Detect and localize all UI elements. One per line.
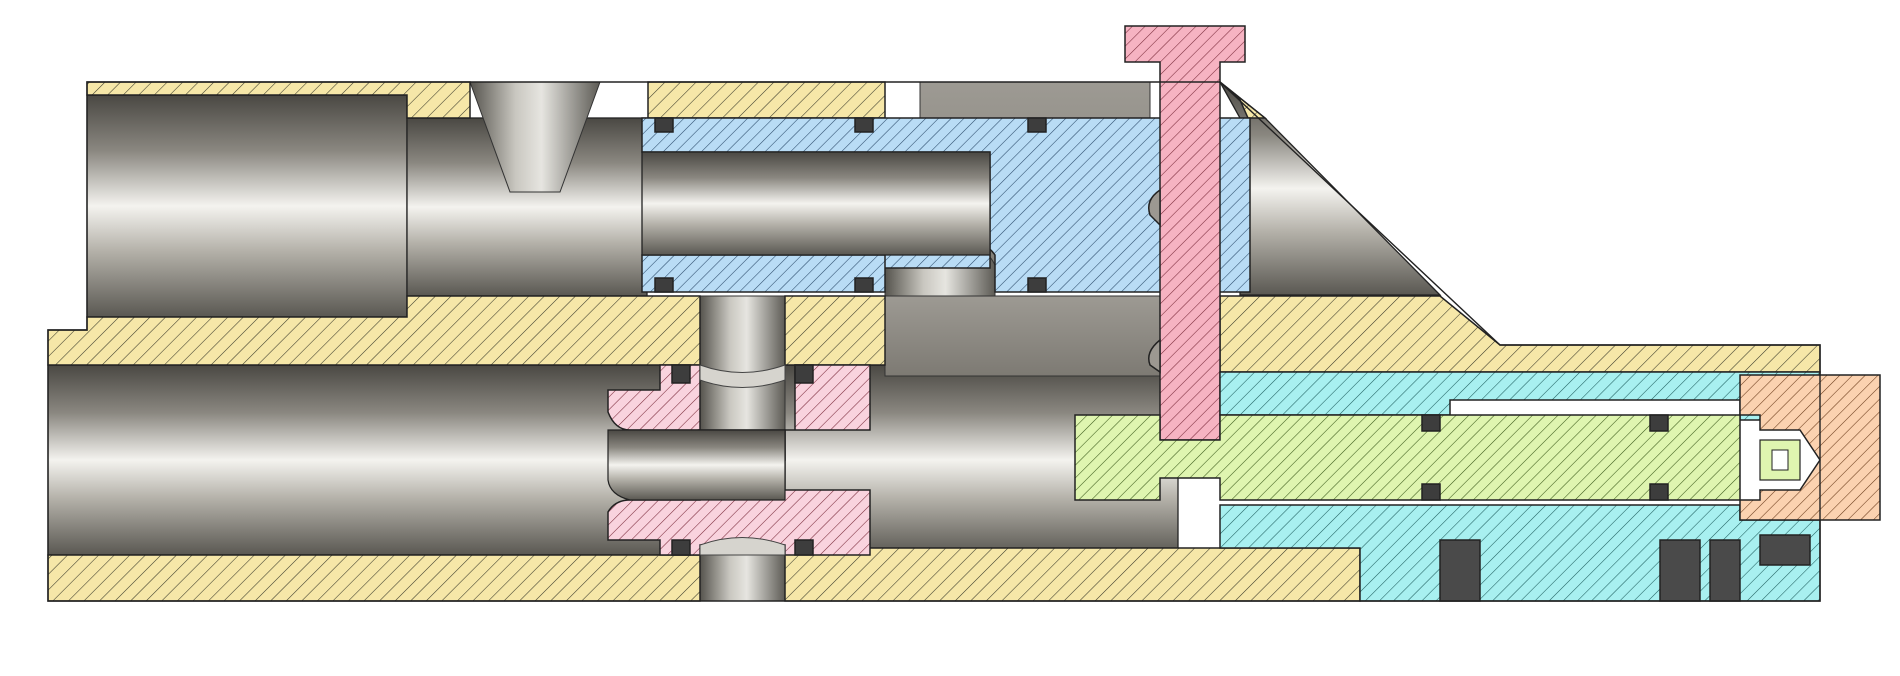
valve-body	[1219, 371, 1821, 602]
housing-outline	[47, 81, 1821, 602]
piston	[641, 117, 1251, 293]
end-cap	[1739, 374, 1881, 521]
housing	[47, 81, 1821, 602]
valve-stem	[1074, 414, 1741, 501]
trigger-pin	[1124, 25, 1246, 441]
upper-bore-left	[86, 94, 408, 318]
fitting	[607, 364, 871, 556]
upper-bore-mid	[406, 81, 648, 297]
